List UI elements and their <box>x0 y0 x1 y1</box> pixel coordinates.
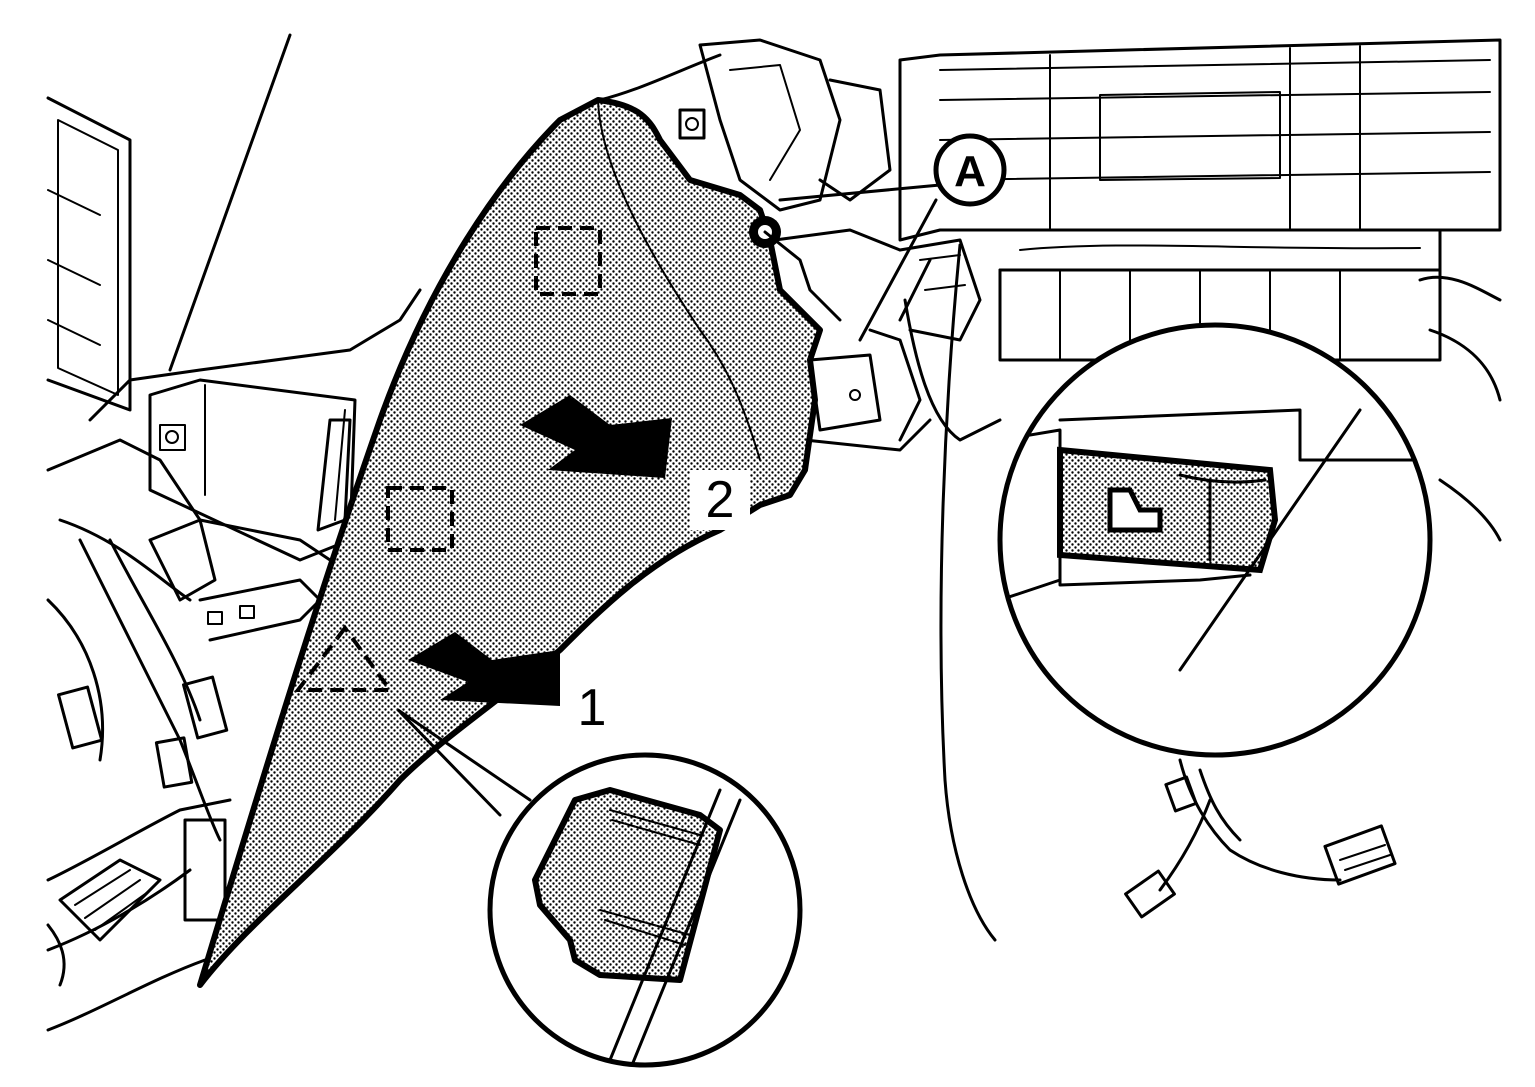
callout-a: A <box>858 133 1007 342</box>
detail-clip-view <box>997 322 1433 758</box>
step-2-label: 2 <box>706 471 735 529</box>
dash-structure-left <box>46 33 422 1032</box>
dash-structure-right <box>598 38 1502 942</box>
trim-panel <box>197 97 842 988</box>
detail-tab-view <box>396 708 803 1068</box>
step-1-label: 1 <box>578 679 607 737</box>
callout-a-label: A <box>954 147 986 196</box>
removal-arrow-1 <box>408 632 560 706</box>
removal-arrow-2 <box>520 395 672 478</box>
wiring-harness <box>1124 758 1397 919</box>
